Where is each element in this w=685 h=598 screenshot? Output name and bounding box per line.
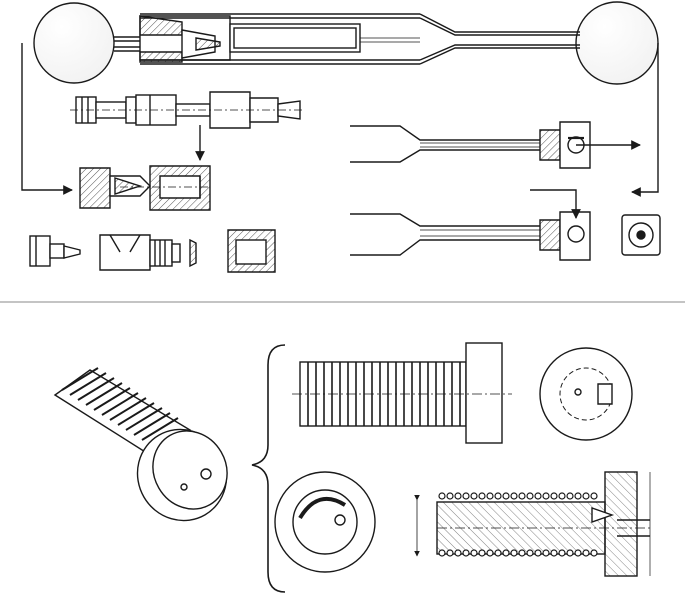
screw-head-end-view <box>539 347 633 441</box>
connector-left <box>21 43 73 195</box>
small-parts-row <box>29 229 276 273</box>
bottom-nozzle-section <box>350 189 591 261</box>
exploded-fitting-row <box>70 91 305 161</box>
screw-longitudinal-section <box>414 471 651 577</box>
left-sphere <box>33 2 115 84</box>
top-nozzle-section <box>350 121 641 169</box>
assembled-fitting-section <box>79 165 211 211</box>
screw-side-view <box>292 342 512 444</box>
grouping-brace <box>251 344 286 593</box>
right-sphere <box>575 1 659 85</box>
square-end-view <box>621 214 661 256</box>
tapered-tube-assembly <box>114 13 580 65</box>
threaded-screw-isometric <box>53 367 228 522</box>
lower-panel <box>53 342 651 593</box>
screw-tip-end-view <box>274 471 376 573</box>
connector-right <box>631 43 659 197</box>
upper-panel <box>21 1 661 273</box>
